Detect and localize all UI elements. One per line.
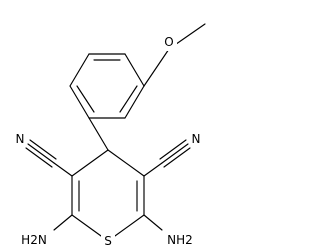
benzene-double-bond: [119, 85, 138, 113]
benzene-bond: [124, 85, 145, 119]
aryl-oxygen-bond: [143, 48, 170, 87]
right-amino-label: NH2: [167, 233, 193, 247]
aryl-ring-linker-bond: [88, 117, 109, 151]
left-nitrile-triple-bond: [27, 143, 55, 164]
chemical-structure-drawing: O S N N H2N NH2: [16, 23, 206, 250]
right-nitrile-triple-bond: [159, 139, 187, 160]
sulfur-label-background: [101, 234, 115, 250]
benzene-double-bond: [76, 85, 95, 113]
left-nitrile-single-bond: [53, 162, 73, 177]
right-amino-group: NH2: [143, 214, 193, 247]
benzene-bond: [69, 53, 90, 87]
right-nitrile-triple-bond: [163, 147, 191, 168]
left-nitrile-triple-bond: [25, 147, 53, 168]
ring-bond: [107, 149, 145, 177]
oxygen-label-background: [161, 35, 177, 51]
right-nitrile-triple-bond: [161, 143, 189, 164]
benzene-bond: [124, 53, 145, 87]
right-nitrile-group: N: [143, 132, 201, 177]
benzene-bond: [69, 85, 90, 119]
benzene-ring: [69, 53, 145, 119]
methoxy-group: O: [143, 23, 206, 87]
ring-bond: [71, 149, 109, 177]
left-nitrile-triple-bond: [29, 139, 57, 160]
ring-sulfur-label: S: [104, 234, 112, 248]
right-nitrile-nitrogen-label: N: [192, 132, 201, 146]
right-amino-bond: [143, 214, 163, 231]
left-amino-group: H2N: [21, 214, 73, 247]
methoxy-oxygen-label: O: [164, 35, 173, 49]
right-nitrile-single-bond: [143, 162, 163, 177]
thiopyran-ring: S: [71, 149, 145, 250]
left-nitrile-group: N: [16, 132, 73, 177]
left-amino-bond: [53, 214, 73, 231]
left-amino-label: H2N: [21, 233, 47, 247]
left-nitrile-nitrogen-label: N: [16, 132, 25, 146]
